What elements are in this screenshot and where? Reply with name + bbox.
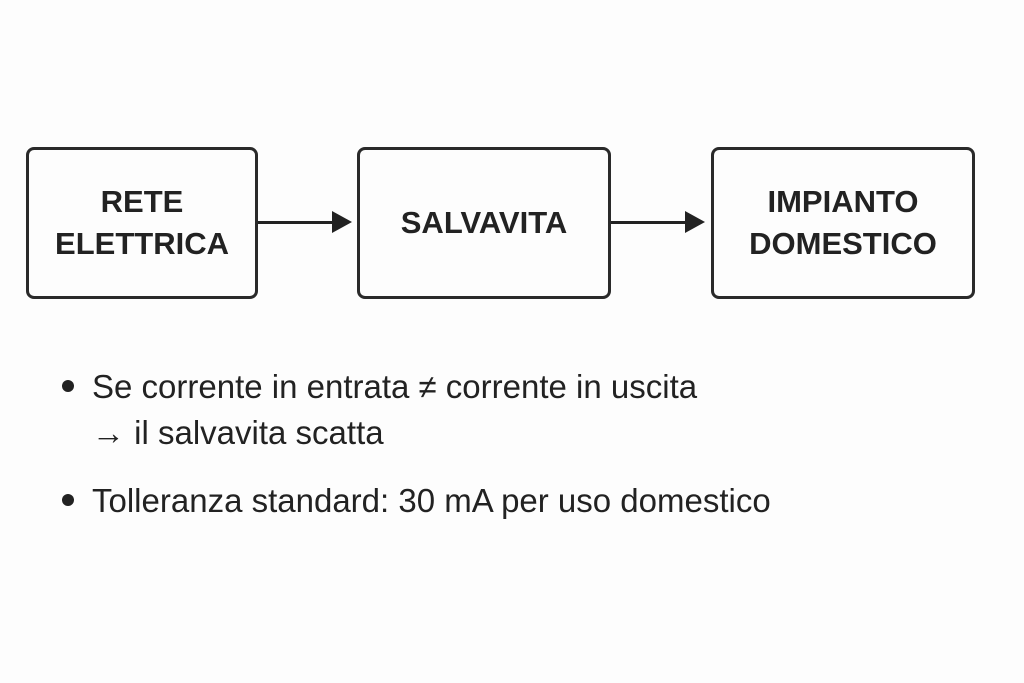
box-label: DOMESTICO (749, 226, 937, 261)
box-rete-elettrica: RETE ELETTRICA (26, 147, 258, 299)
box-label: IMPIANTO (767, 184, 919, 219)
bullet-text: Tolleranza standard: 30 mA per uso domes… (92, 482, 771, 519)
bullet-dot (62, 494, 74, 506)
arrow-1 (258, 211, 352, 233)
box-label: ELETTRICA (55, 226, 229, 261)
bullet-text: → il salvavita scatta (92, 414, 384, 451)
box-label: SALVAVITA (400, 205, 568, 240)
bullet-text: Se corrente in entrata ≠ corrente in usc… (92, 368, 698, 405)
box-impianto-domestico: IMPIANTO DOMESTICO (711, 147, 975, 299)
box-label: RETE (100, 184, 184, 219)
box-salvavita: SALVAVITA (357, 147, 611, 299)
bullet-dot (62, 380, 74, 392)
bullet-2: Tolleranza standard: 30 mA per uso domes… (62, 478, 771, 524)
arrow-2 (611, 211, 705, 233)
bullet-1: Se corrente in entrata ≠ corrente in usc… (62, 364, 697, 456)
